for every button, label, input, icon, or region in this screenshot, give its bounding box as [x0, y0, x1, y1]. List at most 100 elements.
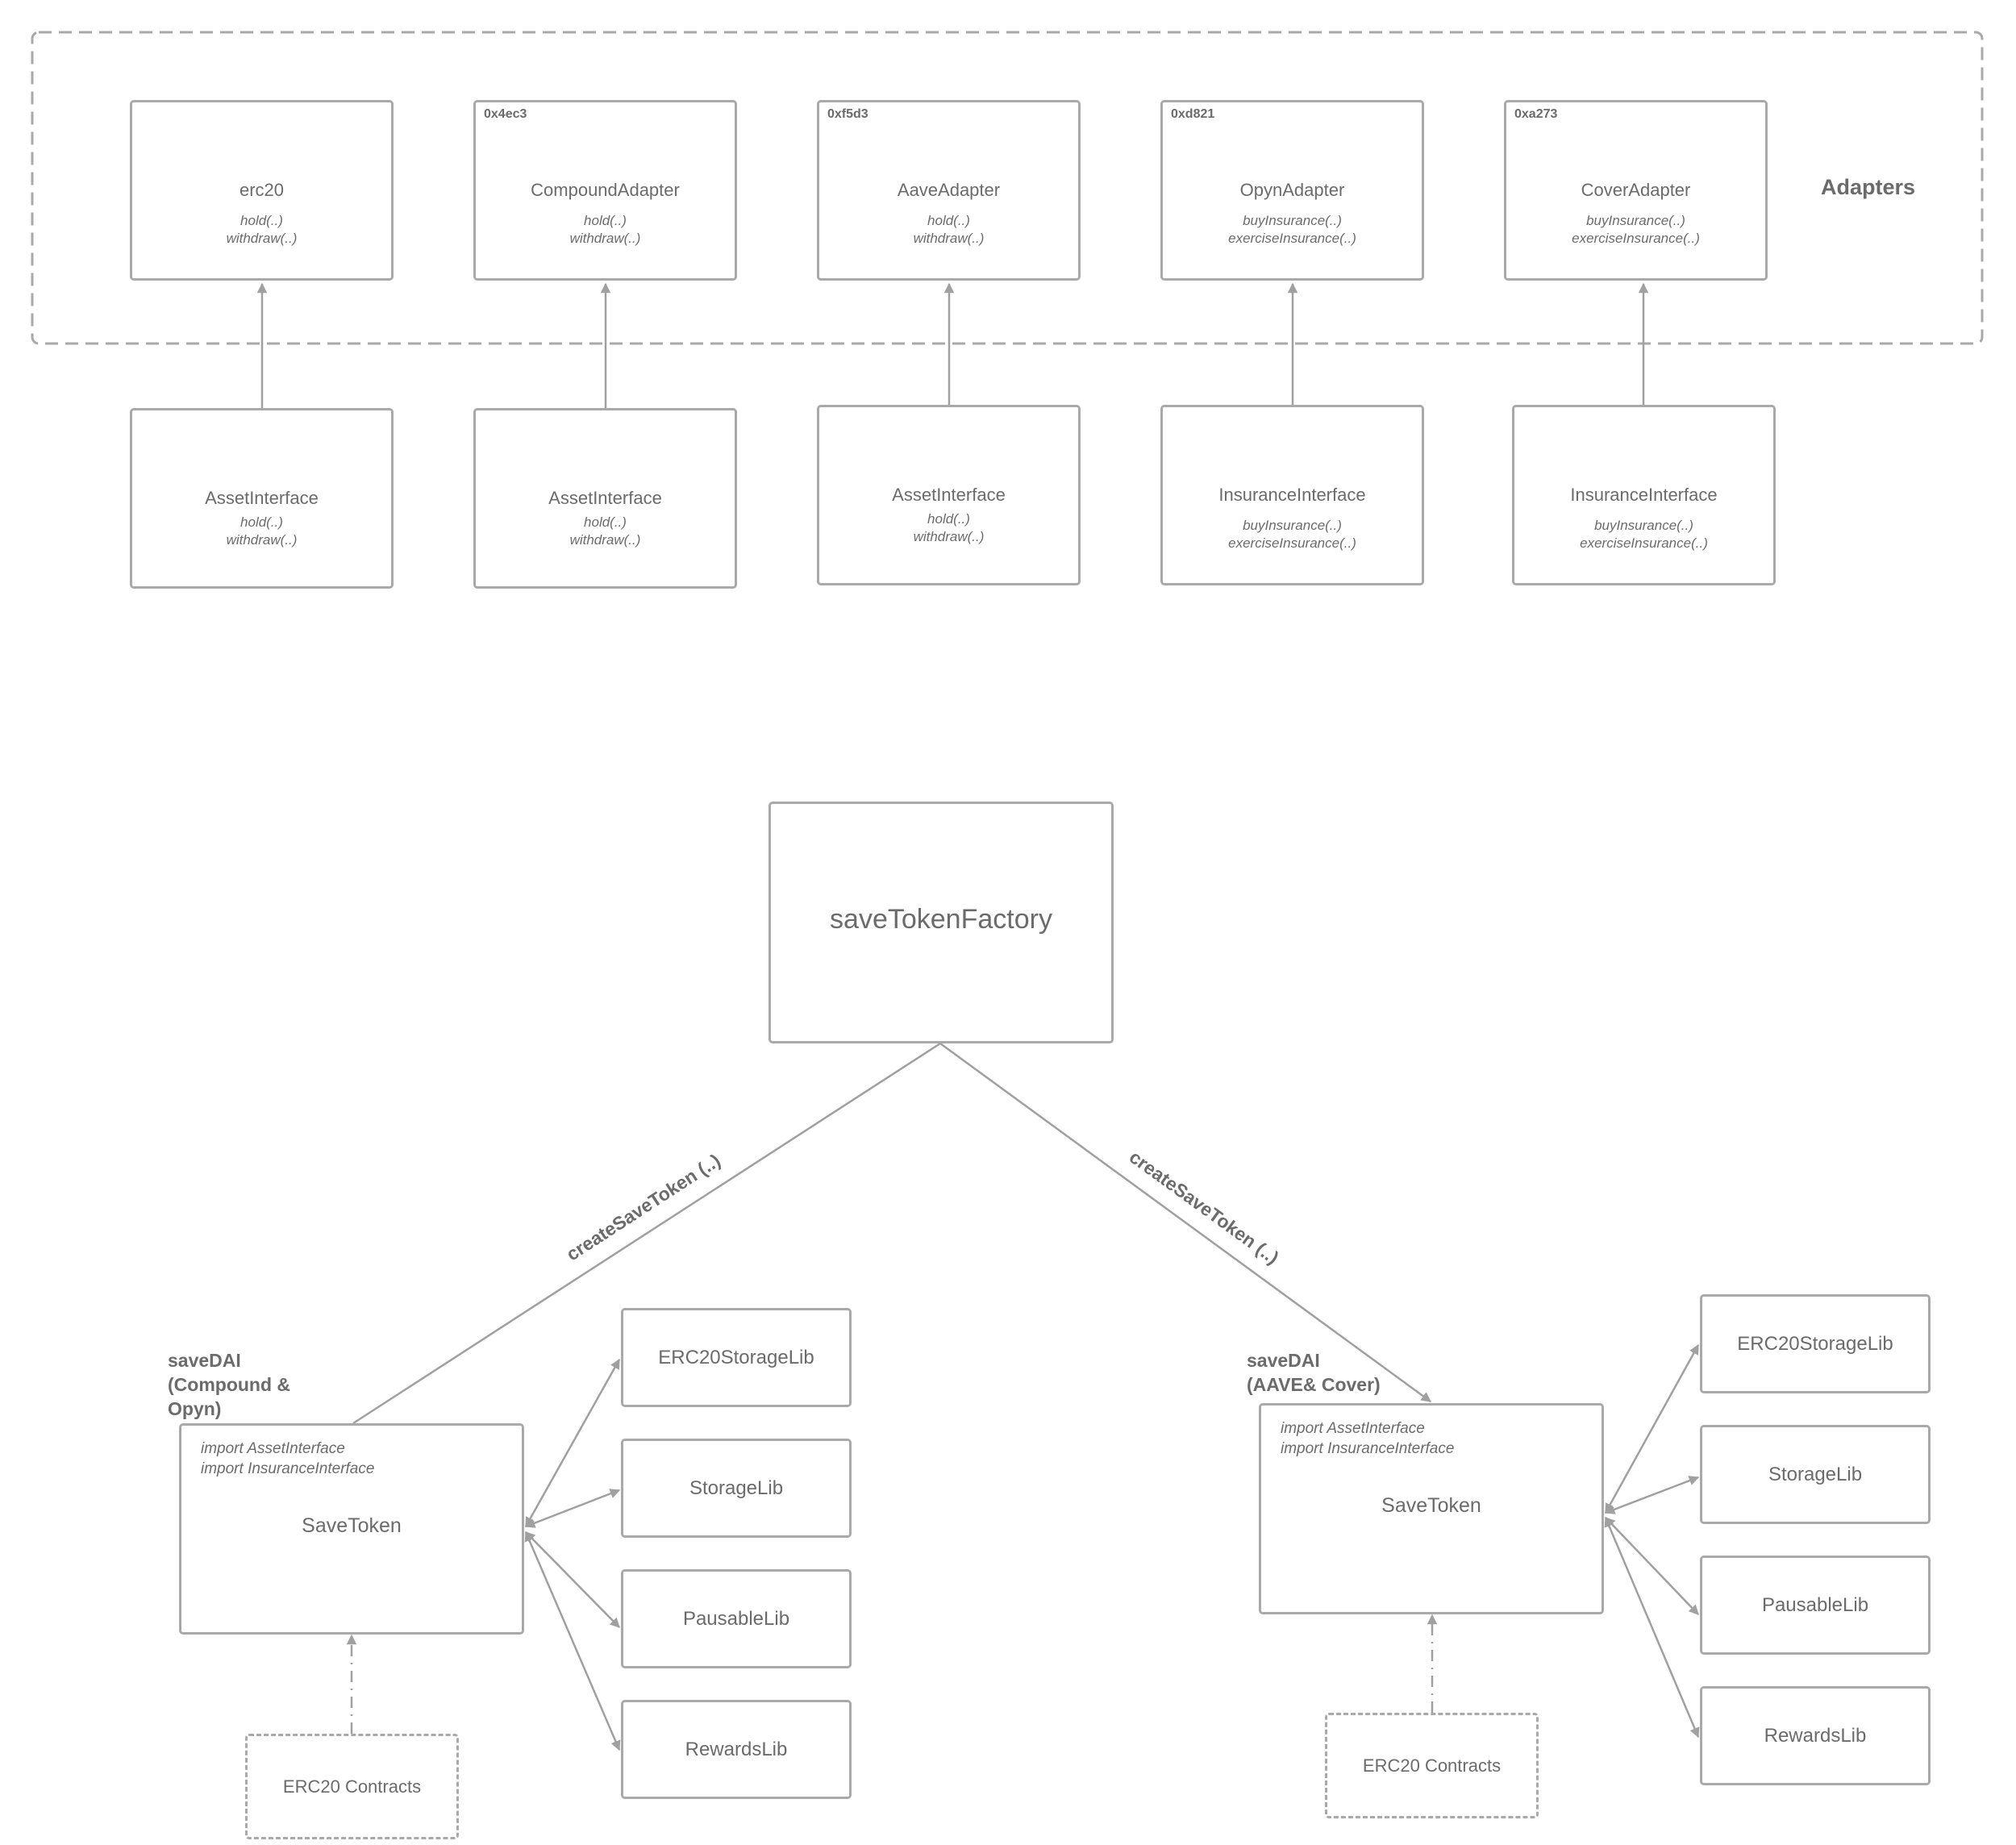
method: withdraw(..): [569, 231, 641, 246]
method: hold(..): [927, 213, 970, 228]
interface-name: AssetInterface: [892, 485, 1006, 505]
edge-left-pausable: [525, 1531, 620, 1628]
method: hold(..): [927, 511, 970, 527]
lib-label: RewardsLib: [685, 1738, 788, 1760]
interface-box-4[interactable]: InsuranceInterface buyInsurance(..) exer…: [1160, 405, 1424, 585]
lib-label: PausableLib: [1761, 1593, 1869, 1616]
method: withdraw(..): [913, 529, 985, 544]
savetoken-name: SaveToken: [1381, 1494, 1481, 1517]
edge-left-rewards: [524, 1531, 621, 1751]
adapter-box-opyn[interactable]: 0xd821 OpynAdapter buyInsurance(..) exer…: [1160, 100, 1424, 281]
adapter-address: 0x4ec3: [484, 107, 527, 121]
left-token-heading: saveDAI (Compound & Opyn): [168, 1348, 290, 1421]
method: withdraw(..): [569, 532, 641, 548]
factory-name: saveTokenFactory: [830, 904, 1052, 935]
method: exerciseInsurance(..): [1228, 535, 1356, 551]
heading-line: saveDAI: [1247, 1350, 1320, 1371]
edge-right-pausable: [1605, 1517, 1699, 1615]
interface-box-5[interactable]: InsuranceInterface buyInsurance(..) exer…: [1512, 405, 1776, 585]
method: exerciseInsurance(..): [1580, 535, 1708, 551]
right-lib-erc20storage[interactable]: ERC20StorageLib: [1700, 1294, 1931, 1393]
adapters-group-label: Adapters: [1821, 175, 1916, 199]
left-lib-pausable[interactable]: PausableLib: [621, 1569, 852, 1668]
left-lib-erc20storage[interactable]: ERC20StorageLib: [621, 1308, 852, 1407]
adapters-group-frame: [31, 31, 1984, 345]
import-line: import AssetInterface: [1281, 1420, 1425, 1437]
lib-label: StorageLib: [1768, 1463, 1863, 1485]
method: withdraw(..): [913, 231, 985, 246]
lib-label: ERC20StorageLib: [658, 1346, 814, 1368]
method: buyInsurance(..): [1586, 213, 1685, 228]
lib-label: ERC20StorageLib: [1737, 1332, 1893, 1355]
contracts-label: ERC20 Contracts: [1362, 1755, 1502, 1776]
interface-methods: hold(..) withdraw(..): [819, 510, 1078, 546]
interface-methods: buyInsurance(..) exerciseInsurance(..): [1514, 517, 1773, 552]
savetoken-name: SaveToken: [302, 1514, 402, 1537]
adapter-methods: buyInsurance(..) exerciseInsurance(..): [1163, 212, 1422, 248]
edge-factory-right: [939, 1042, 1432, 1403]
method: withdraw(..): [226, 231, 298, 246]
adapter-name: OpynAdapter: [1239, 180, 1345, 200]
right-savetoken-box[interactable]: import AssetInterface import InsuranceIn…: [1259, 1403, 1604, 1614]
heading-line: Opyn): [168, 1398, 222, 1419]
import-list: import AssetInterface import InsuranceIn…: [201, 1439, 374, 1479]
left-erc20-contracts-box[interactable]: ERC20 Contracts: [245, 1734, 459, 1839]
adapter-name: AaveAdapter: [897, 180, 1001, 200]
edge-right-erc20storage: [1604, 1343, 1700, 1514]
import-list: import AssetInterface import InsuranceIn…: [1281, 1418, 1454, 1459]
interface-methods: hold(..) withdraw(..): [132, 514, 391, 549]
adapter-box-compound[interactable]: 0x4ec3 CompoundAdapter hold(..) withdraw…: [473, 100, 737, 281]
adapter-methods: hold(..) withdraw(..): [819, 212, 1078, 248]
method: hold(..): [584, 514, 627, 530]
right-erc20-contracts-box[interactable]: ERC20 Contracts: [1325, 1713, 1539, 1818]
lib-label: StorageLib: [689, 1476, 784, 1499]
interface-name: AssetInterface: [548, 488, 662, 508]
lib-label: RewardsLib: [1764, 1724, 1867, 1747]
adapter-box-aave[interactable]: 0xf5d3 AaveAdapter hold(..) withdraw(..): [817, 100, 1081, 281]
method: exerciseInsurance(..): [1228, 231, 1356, 246]
adapter-name: CompoundAdapter: [531, 180, 680, 200]
right-lib-storage[interactable]: StorageLib: [1700, 1425, 1931, 1524]
adapter-methods: buyInsurance(..) exerciseInsurance(..): [1506, 212, 1765, 248]
edge-left-erc20storage: [524, 1358, 621, 1528]
import-line: import InsuranceInterface: [201, 1460, 375, 1477]
left-lib-rewards[interactable]: RewardsLib: [621, 1700, 852, 1799]
import-line: import InsuranceInterface: [1281, 1440, 1455, 1457]
adapter-address: 0xa273: [1514, 107, 1558, 121]
adapter-box-erc20[interactable]: erc20 hold(..) withdraw(..): [130, 100, 394, 281]
adapter-name: erc20: [239, 180, 285, 200]
lib-label: PausableLib: [682, 1607, 790, 1630]
left-lib-storage[interactable]: StorageLib: [621, 1439, 852, 1538]
method: buyInsurance(..): [1594, 518, 1693, 533]
method: withdraw(..): [226, 532, 298, 548]
left-savetoken-box[interactable]: import AssetInterface import InsuranceIn…: [179, 1423, 524, 1635]
contracts-label: ERC20 Contracts: [282, 1776, 422, 1797]
edge-factory-left: [352, 1042, 941, 1425]
adapter-address: 0xf5d3: [827, 107, 868, 121]
interface-name: InsuranceInterface: [1218, 485, 1366, 505]
heading-line: (Compound &: [168, 1374, 291, 1395]
adapter-name: CoverAdapter: [1581, 180, 1691, 200]
right-token-heading: saveDAI (AAVE& Cover): [1247, 1348, 1381, 1397]
edge-right-rewards: [1604, 1516, 1700, 1739]
interface-box-2[interactable]: AssetInterface hold(..) withdraw(..): [473, 408, 737, 589]
edge-right-storage: [1604, 1476, 1700, 1514]
right-lib-pausable[interactable]: PausableLib: [1700, 1556, 1931, 1655]
method: buyInsurance(..): [1243, 518, 1342, 533]
right-lib-rewards[interactable]: RewardsLib: [1700, 1686, 1931, 1785]
method: hold(..): [240, 514, 283, 530]
factory-box[interactable]: saveTokenFactory: [768, 802, 1114, 1043]
adapter-address: 0xd821: [1171, 107, 1215, 121]
heading-line: saveDAI: [168, 1350, 241, 1371]
heading-line: (AAVE& Cover): [1247, 1374, 1381, 1395]
method: exerciseInsurance(..): [1572, 231, 1700, 246]
adapter-methods: hold(..) withdraw(..): [132, 212, 391, 248]
edge-left-storage: [524, 1489, 621, 1528]
adapter-box-cover[interactable]: 0xa273 CoverAdapter buyInsurance(..) exe…: [1504, 100, 1768, 281]
import-line: import AssetInterface: [201, 1440, 345, 1457]
interface-box-1[interactable]: AssetInterface hold(..) withdraw(..): [130, 408, 394, 589]
adapter-methods: hold(..) withdraw(..): [476, 212, 735, 248]
interface-methods: buyInsurance(..) exerciseInsurance(..): [1163, 517, 1422, 552]
interface-box-3[interactable]: AssetInterface hold(..) withdraw(..): [817, 405, 1081, 585]
